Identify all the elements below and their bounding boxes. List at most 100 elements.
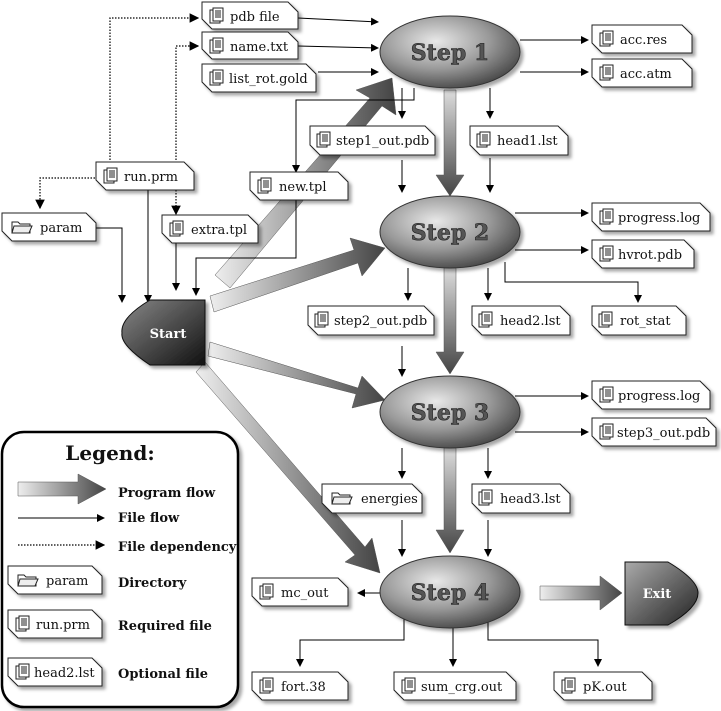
legend-optional-file-example: head2.lst: [7, 657, 103, 687]
document-icon: [561, 677, 576, 694]
document-icon: [599, 386, 614, 403]
file-pk-out: pK.out: [553, 671, 653, 701]
dir-energies: energies: [321, 483, 423, 514]
file-label: extra.tpl: [191, 223, 247, 238]
file-acc-atm: acc.atm: [591, 58, 693, 88]
legend-file-flow: File flow: [118, 511, 180, 526]
document-icon: [103, 167, 118, 184]
legend-program-flow: Program flow: [118, 486, 216, 501]
flow-step1-step2: [435, 89, 465, 197]
file-label: pdb file: [230, 10, 280, 25]
file-label: rot_stat: [620, 314, 671, 329]
document-icon: [599, 245, 614, 262]
document-icon: [15, 663, 30, 680]
exit-node: Exit: [624, 561, 699, 626]
document-icon: [209, 7, 224, 24]
file-label: head3.lst: [500, 492, 561, 507]
file-label: new.tpl: [279, 180, 327, 195]
exit-label: Exit: [643, 587, 672, 602]
flow-start-step3: [207, 341, 386, 409]
file-label: acc.atm: [620, 67, 672, 82]
file-dependency-arrows: [35, 13, 200, 216]
file-step3-out: step3_out.pdb: [591, 417, 717, 447]
file-name-txt: name.txt: [201, 31, 299, 60]
document-icon: [476, 131, 491, 148]
step1-node: Step 1: [379, 15, 521, 89]
file-label: head2.lst: [500, 314, 561, 329]
file-label: step1_out.pdb: [336, 134, 429, 149]
document-icon: [259, 583, 274, 600]
legend-file-dependency: File dependency: [118, 540, 237, 555]
document-icon: [169, 220, 184, 237]
document-icon: [478, 311, 493, 328]
flow-step3-step4: [435, 447, 465, 554]
file-label: step3_out.pdb: [617, 426, 710, 441]
file-label: run.prm: [124, 170, 178, 185]
document-icon: [314, 311, 329, 328]
file-label: pK.out: [583, 680, 627, 695]
file-head2: head2.lst: [471, 305, 571, 336]
document-icon: [599, 30, 614, 47]
file-head3: head3.lst: [471, 483, 571, 514]
step4-label: Step 4: [411, 580, 489, 606]
file-extra-tpl: extra.tpl: [161, 214, 259, 244]
file-progress-log-2: progress.log: [591, 202, 711, 232]
program-flow-arrows: [195, 77, 623, 611]
legend: Legend: Program flow File flow File depe…: [0, 430, 240, 709]
file-label: list_rot.gold: [229, 72, 308, 87]
file-fort38: fort.38: [251, 671, 349, 701]
file-label: progress.log: [618, 389, 700, 404]
file-rot-stat: rot_stat: [591, 305, 687, 336]
file-hvrot: hvrot.pdb: [591, 239, 695, 269]
file-label: sum_crg.out: [421, 680, 503, 695]
file-boxes: pdb file name.txt list_rot.gold acc.res …: [1, 1, 717, 701]
legend-required-file-example: run.prm: [7, 609, 103, 639]
folder-icon: [331, 492, 353, 505]
legend-program-flow-arrow: [17, 473, 107, 505]
file-pdb-file: pdb file: [201, 1, 299, 30]
file-label: step2_out.pdb: [334, 314, 427, 329]
file-label: head1.lst: [497, 134, 558, 149]
flow-step2-step3: [435, 267, 465, 375]
file-label: name.txt: [230, 40, 289, 55]
document-icon: [599, 423, 614, 440]
legend-directory-example: param: [7, 565, 103, 595]
file-step2-out: step2_out.pdb: [307, 305, 435, 336]
dir-param: param: [1, 212, 97, 242]
flow-step4-exit: [539, 575, 623, 611]
step2-node: Step 2: [379, 195, 521, 269]
file-list-rot-gold: list_rot.gold: [201, 63, 317, 93]
start-node: Start: [121, 299, 206, 366]
step2-label: Step 2: [411, 220, 489, 246]
step3-node: Step 3: [379, 375, 521, 449]
document-icon: [257, 177, 272, 194]
file-label: hvrot.pdb: [618, 248, 682, 263]
document-icon: [316, 131, 331, 148]
file-label: progress.log: [618, 211, 700, 226]
document-icon: [598, 311, 613, 328]
legend-directory: Directory: [118, 576, 187, 591]
file-label: energies: [361, 492, 418, 507]
step4-node: Step 4: [379, 555, 521, 629]
legend-opt-example-label: head2.lst: [34, 666, 95, 681]
legend-dir-example-label: param: [46, 574, 88, 589]
file-head1: head1.lst: [469, 125, 569, 156]
file-label: fort.38: [281, 680, 326, 695]
document-icon: [401, 677, 416, 694]
file-flow-arrows: [92, 17, 642, 667]
legend-required-file: Required file: [118, 619, 212, 634]
step3-label: Step 3: [411, 400, 489, 426]
file-mc-out: mc_out: [251, 577, 349, 607]
document-icon: [599, 208, 614, 225]
document-icon: [15, 615, 30, 632]
file-progress-log-3: progress.log: [591, 380, 711, 410]
start-label: Start: [150, 327, 187, 342]
flow-start-step2: [209, 237, 386, 313]
file-label: acc.res: [620, 33, 667, 48]
file-label: mc_out: [281, 586, 329, 601]
flow-start-step4: [195, 361, 381, 574]
folder-icon: [17, 574, 39, 587]
file-acc-res: acc.res: [591, 24, 693, 54]
